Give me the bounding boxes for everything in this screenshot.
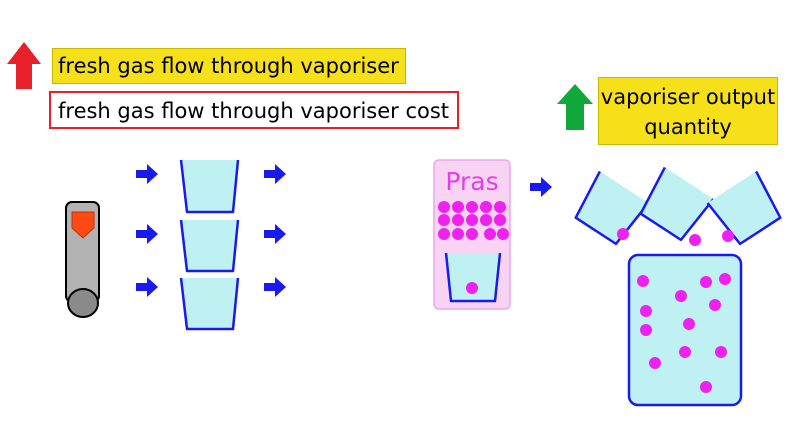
vaporiser-output-line1: vaporiser output (600, 85, 776, 109)
vaporiser-output-label: vaporiser output quantity (598, 77, 778, 145)
cup (179, 159, 240, 214)
up-arrow-green-icon (557, 84, 593, 130)
pras-vaporiser-box: Pras (433, 159, 511, 310)
tilted-cup-right (706, 170, 782, 246)
flow-arrow-icon (264, 164, 286, 184)
fresh-gas-flow-label: fresh gas flow through vaporiser (52, 48, 406, 84)
vaporiser-output-line2: quantity (644, 115, 732, 140)
cup (179, 277, 240, 331)
fresh-gas-flow-cost-label: fresh gas flow through vaporiser cost (49, 91, 460, 129)
flow-arrow-icon (264, 277, 286, 297)
tilted-cup-middle (639, 166, 715, 242)
cup (179, 219, 240, 273)
tilted-cup-left (574, 170, 650, 246)
collection-tank (627, 253, 743, 407)
pras-label: Pras (445, 167, 498, 196)
flow-arrow-icon (264, 224, 286, 244)
vaporiser-cylinder-icon (65, 201, 100, 318)
up-arrow-red-icon (7, 42, 41, 89)
flow-arrow-icon (530, 177, 552, 197)
flow-arrow-icon (136, 224, 158, 244)
flow-arrow-icon (136, 277, 158, 297)
flow-arrow-icon (136, 164, 158, 184)
